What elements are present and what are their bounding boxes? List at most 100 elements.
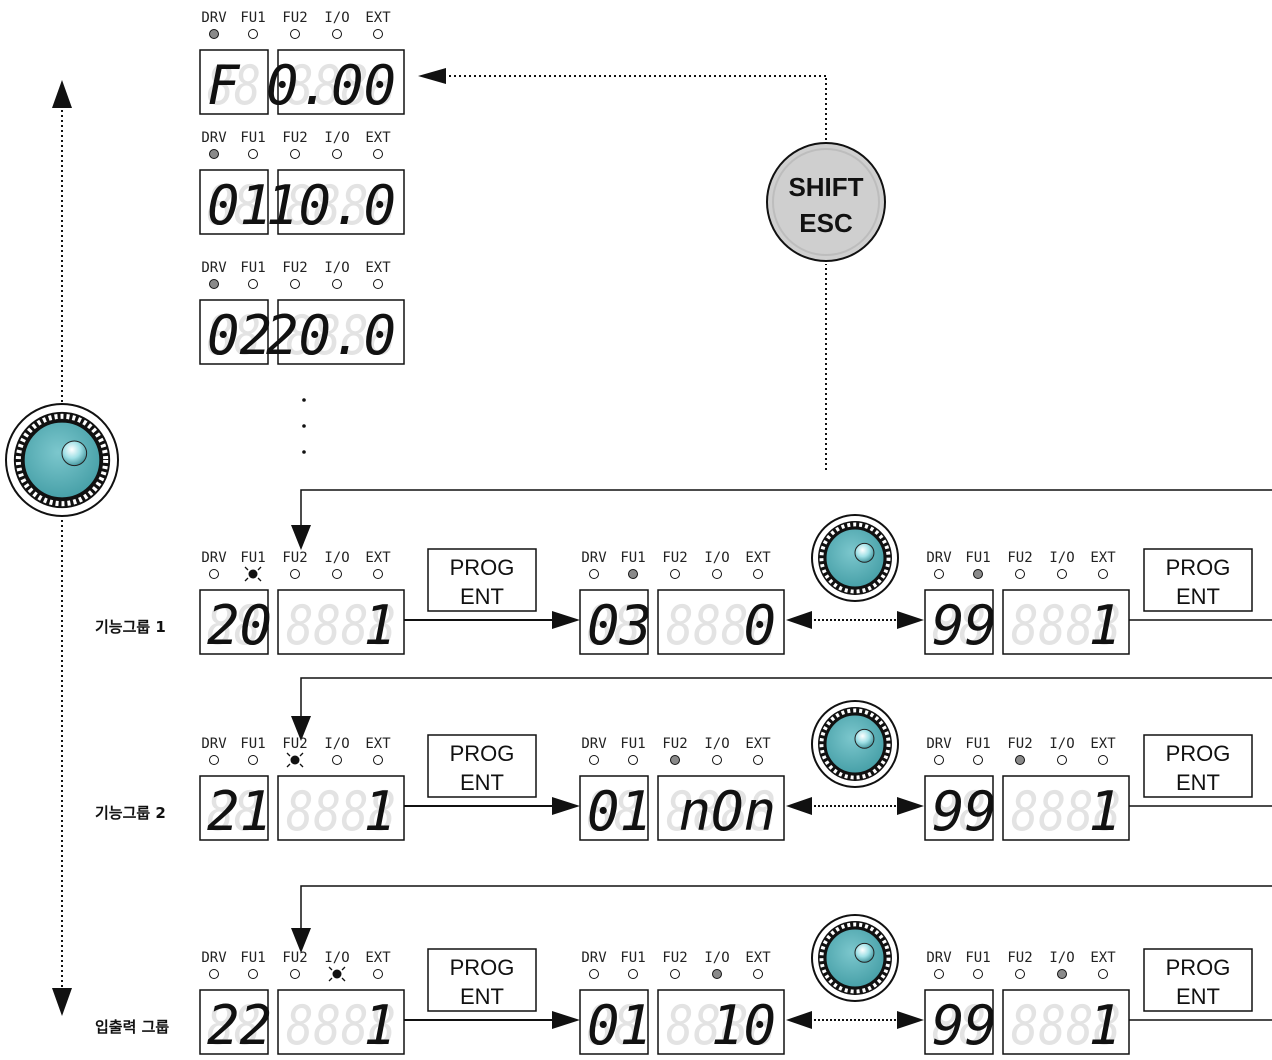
parameter-code: 01: [587, 994, 652, 1057]
led-label-io: I/O: [704, 950, 729, 966]
led-off-icon: [754, 970, 763, 979]
parameter-value: 20.0: [266, 304, 396, 367]
led-blinking-icon: [291, 756, 300, 765]
led-off-icon: [291, 280, 300, 289]
down-arrow-icon: [52, 988, 72, 1016]
parameter-value: 1: [1088, 780, 1121, 843]
led-label-fu1: FU1: [240, 260, 265, 276]
led-label-fu1: FU1: [965, 550, 990, 566]
led-label-fu1: FU1: [620, 550, 645, 566]
led-label-io: I/O: [1049, 950, 1074, 966]
led-label-fu2: FU2: [282, 736, 307, 752]
group-1-rotary-knob[interactable]: [812, 515, 898, 601]
ent-label: ENT: [460, 984, 504, 1009]
main-rotary-knob[interactable]: [6, 404, 118, 516]
parameter-value: 0.00: [266, 54, 396, 117]
esc-label: ESC: [799, 208, 853, 238]
prog-label: PROG: [450, 555, 515, 580]
led-off-icon: [333, 756, 342, 765]
led-off-icon: [374, 570, 383, 579]
led-label-io: I/O: [704, 550, 729, 566]
top-display-1-indicators: DRVFU1FU2I/OEXT: [201, 10, 391, 39]
led-off-icon: [1058, 756, 1067, 765]
led-label-io: I/O: [704, 736, 729, 752]
led-off-icon: [935, 570, 944, 579]
led-off-icon: [291, 30, 300, 39]
knob-indicator-icon: [62, 441, 87, 466]
led-on-icon: [210, 30, 219, 39]
parameter-code: 03: [587, 594, 652, 657]
led-on-icon: [974, 570, 983, 579]
parameter-code: F: [207, 54, 241, 117]
parameter-code: 20: [207, 594, 272, 657]
led-label-ext: EXT: [365, 736, 391, 752]
group-1-last-display: 889988881: [925, 590, 1129, 657]
group-1-first-display: 880388880: [580, 590, 784, 657]
group-2-prog-ent-button-right[interactable]: PROG ENT: [1144, 735, 1252, 797]
led-label-drv: DRV: [926, 736, 952, 752]
parameter-code: 01: [207, 174, 272, 237]
return-arrow-icon: [418, 68, 446, 84]
led-label-ext: EXT: [365, 10, 391, 26]
group-2-first-display: 88018888nOn: [580, 776, 784, 843]
led-on-icon: [671, 756, 680, 765]
group-3-last-display-indicators: DRV FU1 FU2 I/O EXT: [926, 950, 1116, 979]
led-off-icon: [333, 30, 342, 39]
led-off-icon: [1099, 756, 1108, 765]
led-label-fu2: FU2: [282, 130, 307, 146]
group-1-start-display: 882088881: [200, 590, 404, 657]
led-label-fu2: FU2: [1007, 950, 1032, 966]
top-display-2-indicators: DRVFU1FU2I/OEXT: [201, 130, 391, 159]
led-off-icon: [291, 150, 300, 159]
led-off-icon: [754, 756, 763, 765]
group-3-rotary-knob[interactable]: [812, 915, 898, 1001]
led-off-icon: [249, 280, 258, 289]
led-label-ext: EXT: [1090, 950, 1116, 966]
group-1-last-display-indicators: DRVFU1FU2I/OEXT: [926, 550, 1116, 579]
ent-label: ENT: [460, 770, 504, 795]
led-off-icon: [671, 970, 680, 979]
led-off-icon: [374, 280, 383, 289]
led-off-icon: [713, 756, 722, 765]
led-off-icon: [629, 756, 638, 765]
led-off-icon: [671, 570, 680, 579]
led-off-icon: [374, 756, 383, 765]
led-off-icon: [374, 30, 383, 39]
led-label-drv: DRV: [201, 736, 227, 752]
ent-label: ENT: [1176, 984, 1220, 1009]
led-off-icon: [590, 756, 599, 765]
led-label-ext: EXT: [745, 550, 771, 566]
led-label-fu1: FU1: [240, 736, 265, 752]
led-label-fu1: FU1: [965, 950, 990, 966]
led-label-drv: DRV: [926, 950, 952, 966]
parameter-value: 1: [1088, 594, 1121, 657]
group-3-last-display: 889988881: [925, 990, 1129, 1057]
led-label-fu2: FU2: [1007, 736, 1032, 752]
led-off-icon: [249, 150, 258, 159]
led-off-icon: [333, 280, 342, 289]
led-on-icon: [713, 970, 722, 979]
led-label-fu1: FU1: [240, 950, 265, 966]
ent-label: ENT: [1176, 770, 1220, 795]
led-on-icon: [210, 280, 219, 289]
led-label-ext: EXT: [365, 130, 391, 146]
led-label-drv: DRV: [201, 550, 227, 566]
led-off-icon: [935, 756, 944, 765]
shift-esc-button[interactable]: SHIFT ESC: [767, 143, 885, 261]
led-off-icon: [210, 756, 219, 765]
led-off-icon: [333, 570, 342, 579]
parameter-value: 1: [363, 994, 396, 1057]
group-2-rotary-knob[interactable]: [812, 701, 898, 787]
led-label-io: I/O: [324, 130, 349, 146]
parameter-code: 22: [207, 994, 272, 1057]
prog-label: PROG: [1166, 741, 1231, 766]
